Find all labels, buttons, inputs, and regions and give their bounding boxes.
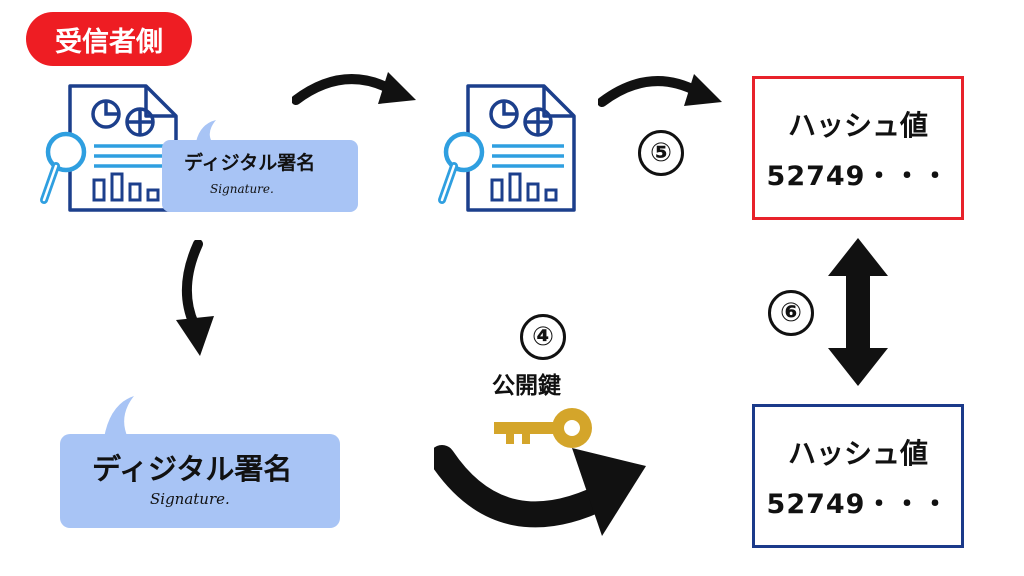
hash-top-value: 52749・・・ — [766, 160, 950, 192]
signature-large-label: ディジタル署名 — [92, 452, 293, 486]
hash-bottom-title: ハッシュ値 — [787, 436, 928, 470]
step-5-marker: ⑤ — [638, 130, 684, 176]
hash-bottom-value: 52749・・・ — [766, 488, 950, 520]
signature-bubble-large — [60, 396, 340, 528]
step-4-marker: ④ — [520, 314, 566, 360]
key-icon — [494, 408, 592, 448]
signature-large-scribble: Signature. — [150, 490, 230, 508]
document-with-magnifier-icon-2 — [438, 84, 576, 212]
hash-box-top: ハッシュ値 52749・・・ — [752, 76, 964, 220]
compare-double-arrow — [828, 238, 888, 386]
receiver-side-badge: 受信者側 — [26, 12, 192, 66]
public-key-label: 公開鍵 — [492, 373, 561, 399]
signature-small-scribble: Signature. — [210, 182, 274, 196]
hash-top-title: ハッシュ値 — [787, 108, 928, 142]
step-6-marker: ⑥ — [768, 290, 814, 336]
signature-small-label: ディジタル署名 — [184, 152, 316, 174]
document-with-magnifier-icon — [40, 84, 178, 212]
arrow-down — [176, 240, 214, 356]
arrow-to-hash — [598, 74, 722, 107]
signature-bubble-small — [162, 120, 358, 212]
hash-box-bottom: ハッシュ値 52749・・・ — [752, 404, 964, 548]
arrow-to-document — [292, 72, 416, 105]
arrow-to-hash-bottom — [434, 445, 646, 536]
